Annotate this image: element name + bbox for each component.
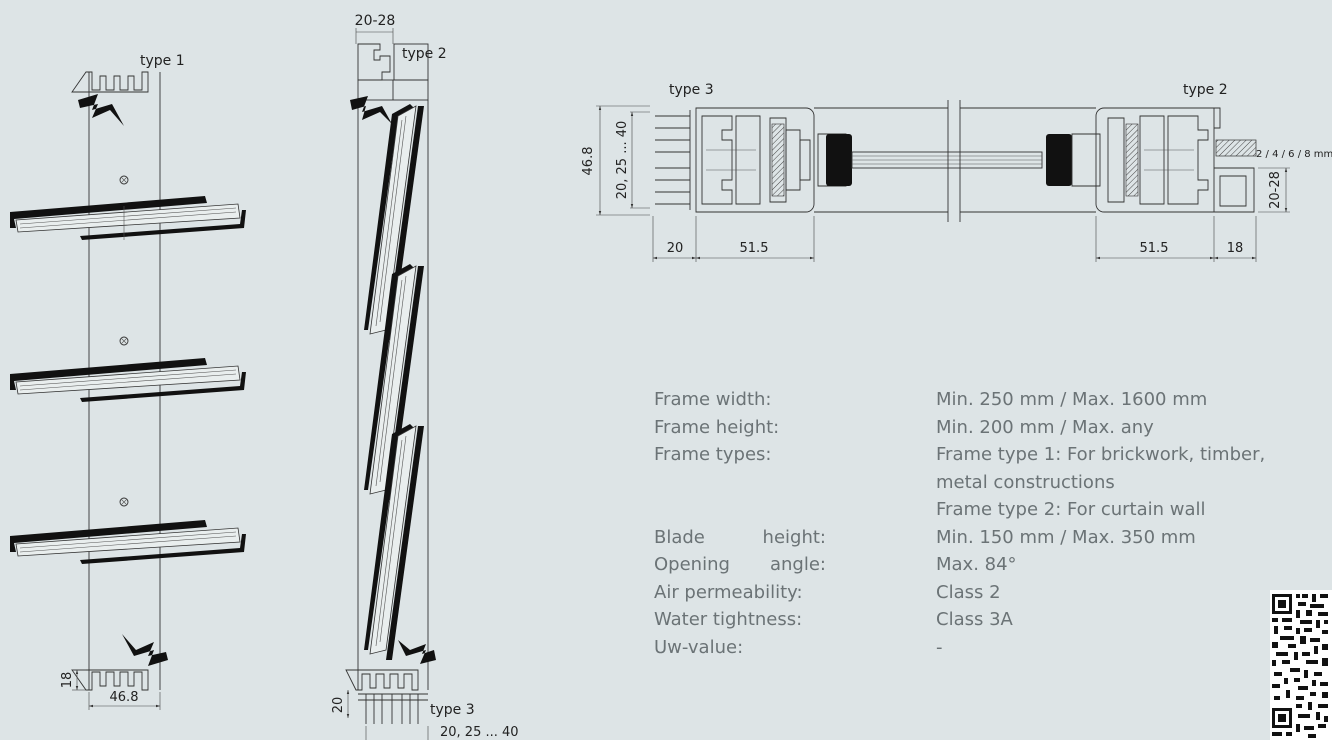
spec-row: metal constructions (654, 469, 1314, 497)
dim-glass-thickness: 2 / 4 / 6 / 8 mm (1256, 149, 1332, 160)
spec-label: Uw-value: (654, 636, 744, 658)
spec-row: Water tightness: Class 3A (654, 606, 1314, 634)
type3-section-label: type 3 (669, 82, 714, 98)
spec-row: Frame type 2: For curtain wall (654, 496, 1314, 524)
spec-value: Max. 84° (936, 554, 1017, 575)
dim-20-28-top: 20-28 (355, 13, 396, 29)
spec-value: Min. 250 mm / Max. 1600 mm (936, 389, 1208, 410)
type2-vertical-section: 20-28 type 2 (331, 13, 519, 740)
dim-18-right: 18 (1227, 241, 1244, 256)
spec-label: Frame height: (654, 416, 780, 438)
spec-label: Opening angle: (654, 554, 826, 575)
dim-51-5-right: 51.5 (1140, 241, 1169, 256)
spec-label: Air permeability: (654, 581, 803, 603)
dim-20-25-40-bottom: 20, 25 ... 40 (440, 725, 519, 740)
dim-20-left: 20 (667, 241, 684, 256)
spec-row: Frame height: Min. 200 mm / Max. any (654, 414, 1314, 442)
spec-row: Uw-value: - (654, 634, 1314, 662)
type3-vertical-label: type 3 (430, 702, 475, 718)
spec-label: Frame types: (654, 444, 772, 465)
spec-row: Opening angle: Max. 84° (654, 551, 1314, 579)
type1-vertical-section: type 1 (10, 53, 246, 710)
type2-vertical-label: type 2 (402, 46, 447, 62)
spec-label: Frame width: (654, 389, 772, 410)
spec-label: Water tightness: (654, 609, 803, 630)
dim-20-28-right: 20-28 (1268, 171, 1283, 209)
type1-label: type 1 (140, 53, 185, 69)
spec-row: Blade height: Min. 150 mm / Max. 350 mm (654, 524, 1314, 552)
spec-row: Air permeability: Class 2 (654, 579, 1314, 607)
spec-value: - (936, 636, 943, 658)
specifications-list: Frame width: Min. 250 mm / Max. 1600 mm F… (654, 386, 1314, 661)
spec-label: Blade height: (654, 526, 826, 548)
qr-code[interactable] (1270, 590, 1332, 740)
dim-20-25-40-section: 20, 25 ... 40 (615, 121, 630, 200)
dim-18-bottom: 18 (60, 672, 75, 689)
spec-label (654, 469, 936, 497)
spec-value: Frame type 1: For brickwork, timber, (936, 444, 1266, 465)
spec-value: Class 2 (936, 581, 1001, 603)
spec-row: Frame types: Frame type 1: For brickwork,… (654, 441, 1314, 469)
spec-value: Class 3A (936, 609, 1013, 630)
dim-51-5-left: 51.5 (740, 241, 769, 256)
dim-46-8-bottom: 46.8 (110, 690, 139, 705)
spec-label (654, 496, 936, 524)
spec-value: Min. 150 mm / Max. 350 mm (936, 526, 1196, 548)
spec-value: metal constructions (936, 471, 1115, 493)
dim-46-8-section: 46.8 (581, 147, 596, 176)
spec-value: Frame type 2: For curtain wall (936, 499, 1206, 520)
spec-value: Min. 200 mm / Max. any (936, 416, 1154, 438)
horizontal-section: type 3 type 2 46.8 20, 25 ... 40 (581, 82, 1332, 262)
spec-row: Frame width: Min. 250 mm / Max. 1600 mm (654, 386, 1314, 414)
dim-20-side: 20 (331, 697, 346, 714)
type2-section-label: type 2 (1183, 82, 1228, 98)
